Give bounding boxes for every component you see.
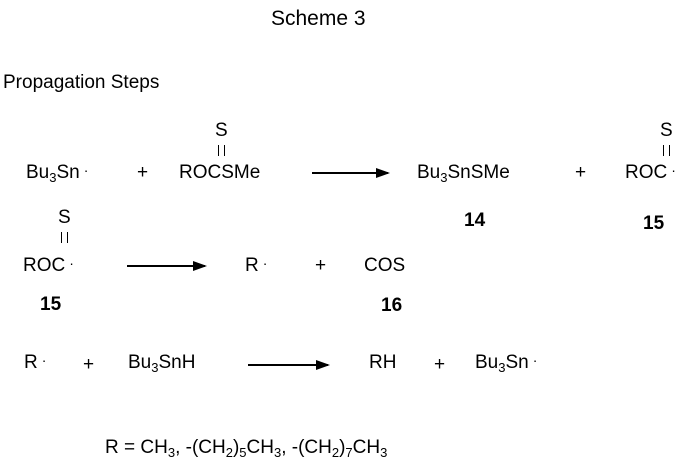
reaction-arrow <box>127 261 207 271</box>
r-group-definition: R = CH3, -(CH2)5CH3, -(CH2)7CH3 <box>105 437 388 460</box>
alkyl-radical: R· <box>24 352 47 373</box>
double-bond <box>218 145 225 156</box>
reaction-arrow <box>248 360 330 370</box>
alkyl-radical: R· <box>245 255 268 276</box>
compound-label-15: 15 <box>643 213 665 234</box>
scheme-title: Scheme 3 <box>271 7 366 30</box>
double-bond <box>61 232 68 243</box>
section-label: Propagation Steps <box>3 72 160 93</box>
tributyltin-hydride: Bu3SnH <box>128 352 196 375</box>
plus-sign: + <box>315 255 327 276</box>
plus-sign: + <box>575 162 587 183</box>
double-bond <box>663 145 670 156</box>
reactant-15-radical: ROC· <box>23 255 74 276</box>
plus-sign: + <box>434 354 446 375</box>
tributyltin-radical: Bu3Sn· <box>475 352 538 375</box>
plus-sign: + <box>137 162 149 183</box>
carbonyl-sulfide: COS <box>364 255 406 276</box>
product-15-radical: ROC· <box>625 162 676 183</box>
xanthate-reactant: ROCSMe <box>179 162 261 183</box>
thione-sulfur: S <box>215 120 228 141</box>
alkane-product: RH <box>369 352 397 373</box>
reaction-arrow <box>312 168 390 178</box>
product-14: Bu3SnSMe <box>417 162 510 185</box>
thione-sulfur: S <box>58 207 71 228</box>
compound-label-15: 15 <box>40 294 62 315</box>
compound-label-14: 14 <box>464 210 486 231</box>
plus-sign: + <box>83 354 95 375</box>
thione-sulfur: S <box>660 120 673 141</box>
tributyltin-radical: Bu3Sn· <box>26 162 89 185</box>
compound-label-16: 16 <box>381 295 403 316</box>
